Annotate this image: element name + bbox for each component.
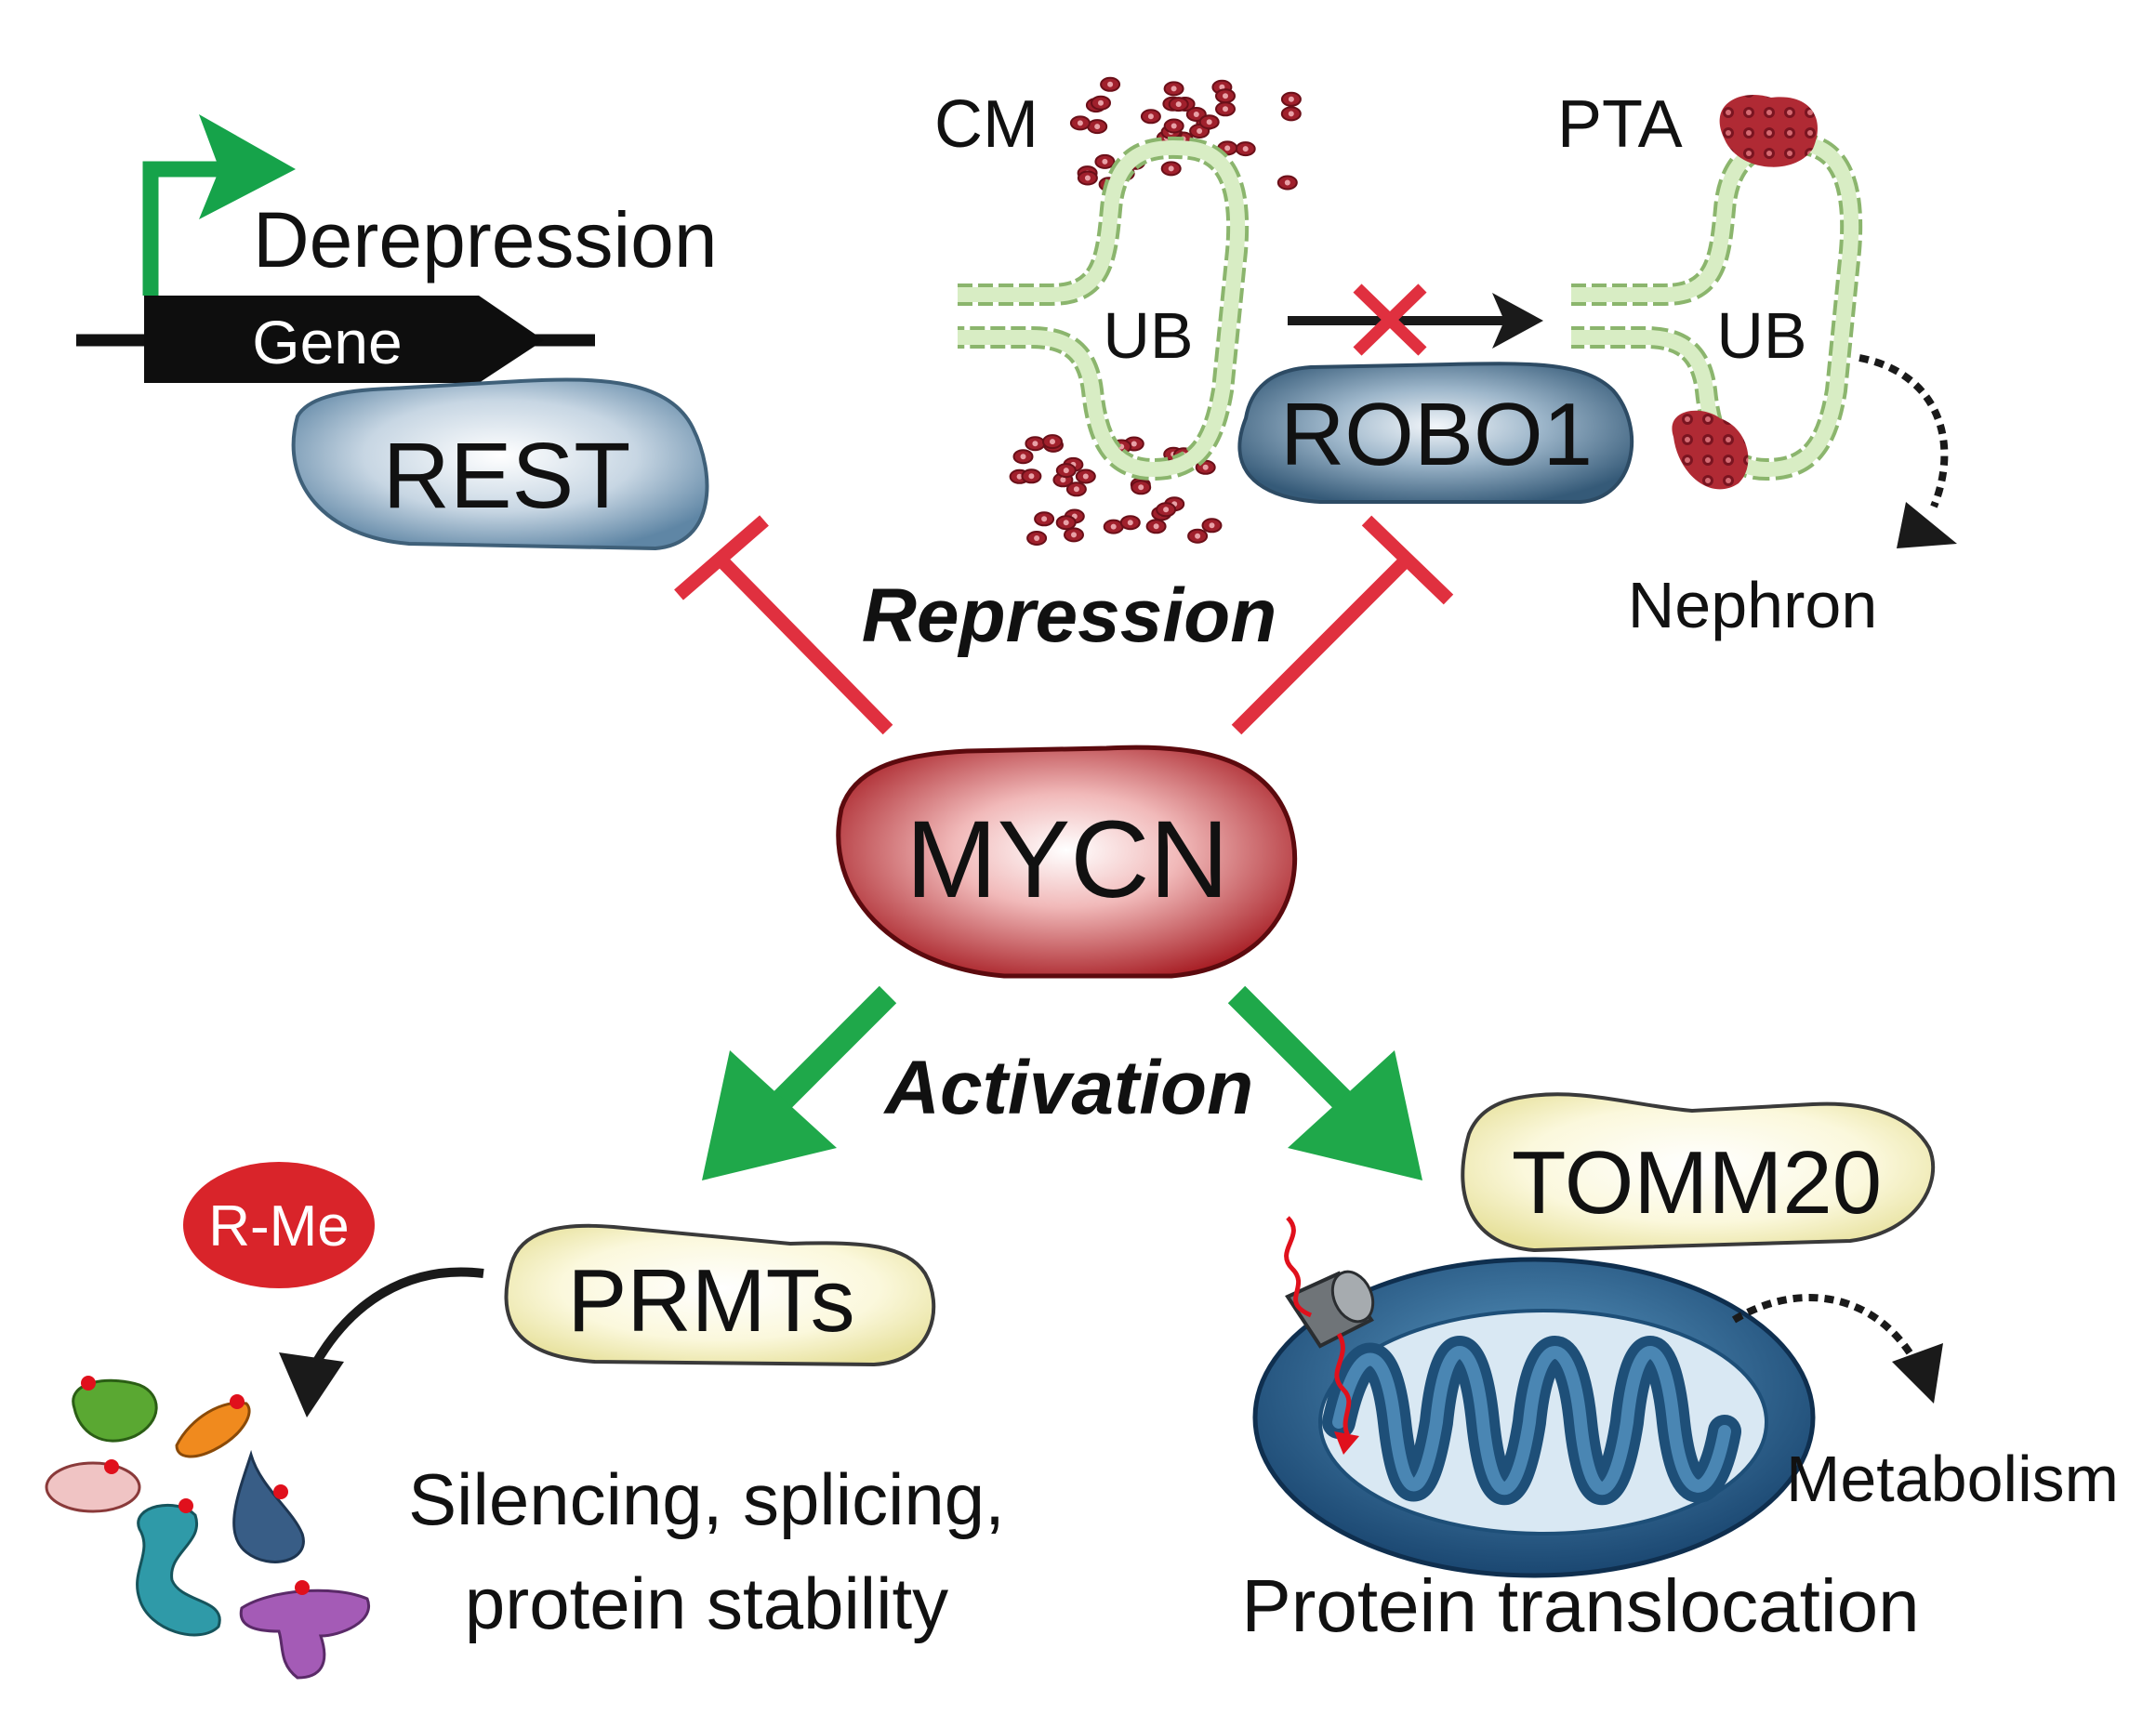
rest-node: REST bbox=[291, 377, 709, 551]
rest-label: REST bbox=[383, 424, 631, 528]
cm-cell-nucleus bbox=[1242, 146, 1249, 152]
cm-cell-nucleus bbox=[1063, 520, 1069, 526]
cm-cell-nucleus bbox=[1071, 532, 1077, 538]
cm-cell-nucleus bbox=[1094, 124, 1101, 130]
cm-cell-nucleus bbox=[1084, 175, 1091, 181]
metabolism-arrowhead bbox=[1892, 1343, 1943, 1404]
repression-inhibitor-right bbox=[1231, 515, 1454, 735]
activation-label: Activation bbox=[883, 1046, 1253, 1130]
cm-cell-nucleus bbox=[1107, 81, 1114, 87]
cm-cell-nucleus bbox=[1163, 507, 1170, 513]
protein-translocation-label: Protein translocation bbox=[1241, 1564, 1919, 1647]
promoter-arrow-icon bbox=[142, 114, 296, 296]
cm-cell-nucleus bbox=[1131, 441, 1137, 447]
methylation-arrowhead bbox=[279, 1352, 344, 1417]
import-signal-bottom bbox=[1334, 1332, 1352, 1438]
rme-badge: R-Me bbox=[183, 1162, 375, 1288]
cm-cell-nucleus bbox=[1209, 522, 1215, 529]
cm-cell-nucleus bbox=[1175, 101, 1182, 108]
ub-left-label: UB bbox=[1103, 299, 1193, 372]
cm-cell-nucleus bbox=[1171, 123, 1177, 129]
import-signal-top bbox=[1284, 1216, 1313, 1318]
cm-cell-nucleus bbox=[1032, 441, 1038, 447]
blocked-arrow bbox=[1288, 283, 1543, 356]
repression-inhibitor-left bbox=[674, 515, 893, 735]
mycn-node: MYCN bbox=[836, 745, 1298, 979]
cm-cell-nucleus bbox=[1288, 96, 1294, 102]
cm-cell-nucleus bbox=[1224, 145, 1231, 152]
nephron-arrowhead bbox=[1897, 502, 1957, 548]
methylation-arrow bbox=[307, 1267, 484, 1374]
cm-cell-nucleus bbox=[1193, 112, 1199, 117]
cm-cell-nucleus bbox=[1034, 535, 1040, 541]
cm-cell-nucleus bbox=[1171, 86, 1177, 92]
cm-cell-nucleus bbox=[1016, 473, 1023, 480]
cm-label: CM bbox=[934, 87, 1038, 162]
cm-cell-nucleus bbox=[1127, 520, 1133, 526]
cm-cell-nucleus bbox=[1153, 523, 1159, 530]
ub-bud-left: CM UB bbox=[934, 76, 1302, 546]
tomm20-label: TOMM20 bbox=[1512, 1133, 1882, 1233]
cm-cell-nucleus bbox=[1077, 120, 1083, 126]
activation-arrow-right bbox=[1227, 985, 1422, 1180]
cm-cell-nucleus bbox=[1147, 113, 1154, 120]
pta-cluster-top bbox=[1719, 95, 1818, 167]
gene-label: Gene bbox=[252, 308, 402, 376]
pta-label: PTA bbox=[1557, 87, 1683, 162]
mitochondrion-icon bbox=[1252, 1216, 1816, 1578]
nephron-label: Nephron bbox=[1628, 569, 1878, 641]
cm-cell-nucleus bbox=[1073, 486, 1079, 493]
gene-promoter-group: Gene Derepression bbox=[76, 114, 718, 383]
rme-label: R-Me bbox=[208, 1194, 350, 1259]
silencing-line2: protein stability bbox=[465, 1562, 948, 1644]
repression-label: Repression bbox=[862, 574, 1277, 658]
prmts-node: PRMTs bbox=[504, 1223, 936, 1367]
cm-cell-nucleus bbox=[1219, 84, 1225, 90]
derepression-label: Derepression bbox=[253, 196, 718, 283]
cm-cell-nucleus bbox=[1060, 477, 1066, 483]
cm-cells bbox=[1009, 76, 1302, 546]
robo1-label: ROBO1 bbox=[1280, 385, 1593, 484]
cm-cell-nucleus bbox=[1082, 473, 1089, 480]
ub-right-label: UB bbox=[1716, 299, 1806, 372]
tomm20-node: TOMM20 bbox=[1461, 1092, 1936, 1253]
prmts-label: PRMTs bbox=[567, 1251, 854, 1351]
silencing-line1: Silencing, splicing, bbox=[408, 1458, 1005, 1540]
cm-cell-nucleus bbox=[1197, 128, 1203, 134]
membrane-pore-icon bbox=[1285, 1270, 1375, 1349]
ub-bud-right: PTA UB Nephron bbox=[1557, 87, 1957, 641]
cm-cell-nucleus bbox=[1050, 439, 1055, 445]
cm-cell-nucleus bbox=[1102, 158, 1108, 165]
cm-cell-nucleus bbox=[1288, 111, 1294, 117]
cm-cell-nucleus bbox=[1223, 106, 1228, 112]
methylated-proteins bbox=[45, 1376, 371, 1680]
cm-cell-nucleus bbox=[1202, 464, 1209, 470]
cm-cell-nucleus bbox=[1284, 179, 1290, 186]
red-x-icon bbox=[1353, 283, 1427, 356]
cm-cell-nucleus bbox=[1028, 473, 1035, 480]
robo1-node: ROBO1 bbox=[1237, 362, 1634, 504]
cm-cell-nucleus bbox=[1098, 99, 1104, 106]
cm-cell-nucleus bbox=[1168, 165, 1174, 172]
cm-cell-nucleus bbox=[1195, 533, 1201, 539]
cm-cell-nucleus bbox=[1063, 468, 1069, 474]
cm-cell-nucleus bbox=[1041, 516, 1048, 522]
cm-cell-nucleus bbox=[1206, 119, 1212, 125]
metabolism-label: Metabolism bbox=[1786, 1443, 2119, 1515]
cm-cell-nucleus bbox=[1110, 523, 1117, 530]
cm-cell-nucleus bbox=[1138, 484, 1144, 491]
mycn-label: MYCN bbox=[906, 798, 1228, 921]
dotted-arrow-icon bbox=[1858, 354, 1949, 508]
activation-arrow-left bbox=[702, 985, 897, 1180]
gene-box bbox=[144, 296, 544, 383]
metabolism-dotted-arrow-icon bbox=[1731, 1294, 1919, 1364]
pta-cluster-bottom bbox=[1672, 410, 1749, 490]
import-arrowhead bbox=[1334, 1431, 1359, 1455]
cm-cell-nucleus bbox=[1223, 93, 1228, 99]
cm-cell-nucleus bbox=[1020, 454, 1026, 460]
